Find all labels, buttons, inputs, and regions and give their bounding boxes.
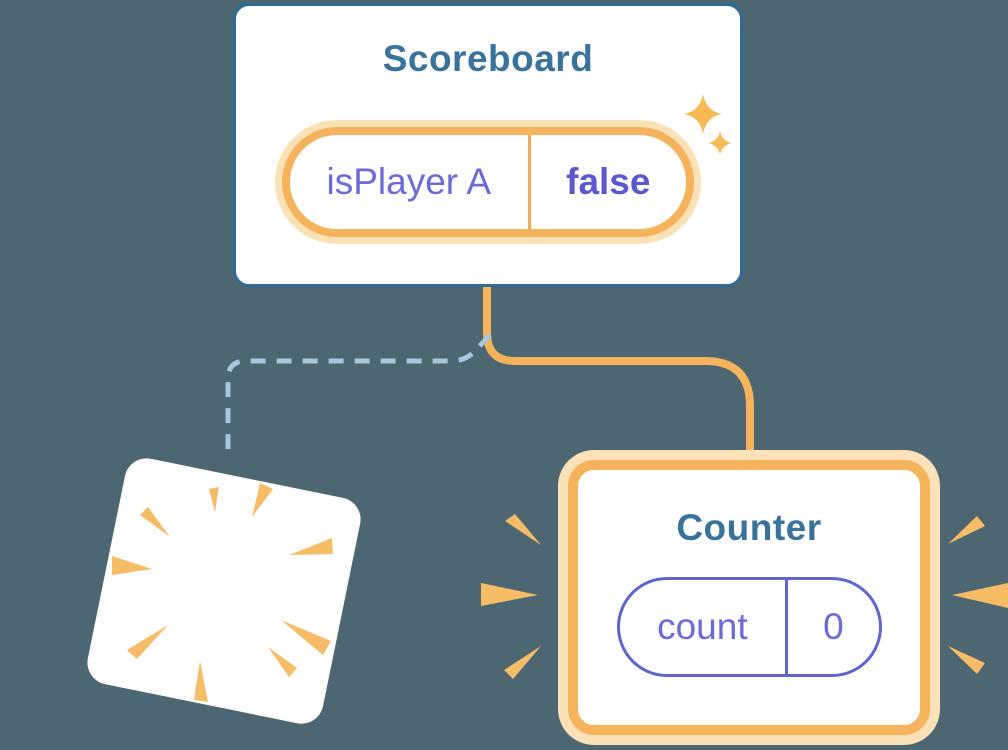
pill-divider <box>785 580 789 674</box>
connector-scoreboard-to-counter <box>483 284 754 458</box>
counter-state-pill: count 0 <box>616 577 882 677</box>
scoreboard-state-label: isPlayer A <box>326 161 492 202</box>
counter-state-value: 0 <box>823 606 844 647</box>
connector-scoreboard-to-removed-dashed <box>225 333 492 460</box>
counter-card: Counter count 0 <box>568 460 930 735</box>
emphasis-burst-right-icon <box>948 516 1008 674</box>
pill-divider <box>527 135 531 229</box>
counter-state-label: count <box>657 606 748 647</box>
scoreboard-card: Scoreboard isPlayer A false <box>233 3 743 287</box>
counter-title: Counter <box>676 507 822 548</box>
removed-component-card <box>83 454 365 728</box>
scoreboard-state-value: false <box>566 161 651 202</box>
scoreboard-title: Scoreboard <box>382 38 594 79</box>
emphasis-burst-left-icon <box>481 514 541 679</box>
scoreboard-state-pill: isPlayer A false <box>282 127 694 237</box>
